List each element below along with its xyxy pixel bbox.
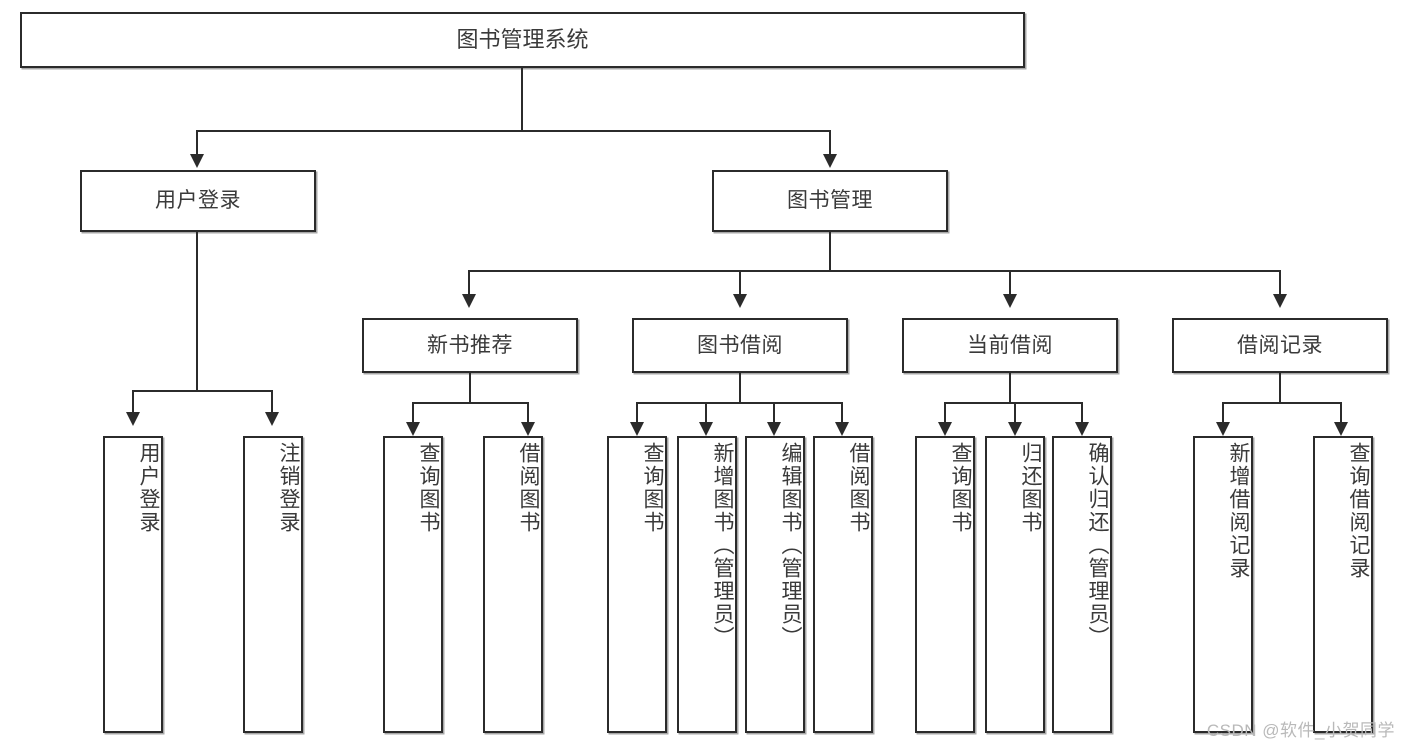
node-label: 编辑图书（管理员） [779, 442, 802, 649]
connector-br-stem [1279, 373, 1281, 404]
connector-cb-stem [1009, 373, 1011, 404]
connector-bb-stem [739, 373, 741, 404]
arrow-to-book-management [823, 154, 837, 168]
connector-cb-bus [944, 402, 1082, 404]
connector-bm-drop-4 [1279, 270, 1281, 296]
arrow-to-leaf-user-login [126, 412, 140, 426]
node-label: 归还图书 [1019, 442, 1042, 534]
node-label: 查询图书 [641, 442, 664, 534]
node-new-book-recommend[interactable]: 新书推荐 [362, 318, 578, 373]
arrow-to-leaf-query-book-2 [630, 422, 644, 436]
node-label: 图书管理 [787, 189, 873, 213]
connector-bb-drop-4 [841, 402, 843, 424]
connector-bm-drop-3 [1009, 270, 1011, 296]
node-leaf-return-book[interactable]: 归还图书 [985, 436, 1045, 733]
connector-root-stem [521, 68, 523, 130]
node-label: 注销登录 [277, 442, 300, 534]
arrow-to-book-borrow [733, 294, 747, 308]
node-label: 图书管理系统 [456, 26, 589, 52]
arrow-to-leaf-edit-book [767, 422, 781, 436]
connector-bb-drop-1 [636, 402, 638, 424]
arrow-to-user-login [190, 154, 204, 168]
watermark-text: CSDN @软件_小贺同学 [1206, 721, 1395, 740]
connector-root-to-user-login [196, 130, 198, 156]
connector-cb-drop-2 [1014, 402, 1016, 424]
node-leaf-logout-login[interactable]: 注销登录 [243, 436, 303, 733]
node-leaf-add-book[interactable]: 新增图书（管理员） [677, 436, 737, 733]
node-label: 新增借阅记录 [1227, 442, 1250, 580]
node-label: 新增图书（管理员） [711, 442, 734, 649]
node-label: 当前借阅 [967, 333, 1053, 357]
node-label: 用户登录 [137, 442, 160, 534]
connector-br-drop-1 [1222, 402, 1224, 424]
node-label: 借阅记录 [1237, 333, 1323, 357]
node-leaf-query-book-3[interactable]: 查询图书 [915, 436, 975, 733]
connector-bb-bus [636, 402, 843, 404]
node-label: 借阅图书 [517, 442, 540, 534]
node-label: 用户登录 [155, 189, 241, 213]
node-leaf-query-record[interactable]: 查询借阅记录 [1313, 436, 1373, 733]
arrow-to-new-book-recommend [462, 294, 476, 308]
connector-bb-drop-3 [773, 402, 775, 424]
arrow-to-leaf-borrow-book-1 [521, 422, 535, 436]
connector-cb-drop-1 [944, 402, 946, 424]
arrow-to-leaf-borrow-book-2 [835, 422, 849, 436]
node-label: 查询图书 [949, 442, 972, 534]
node-leaf-add-record[interactable]: 新增借阅记录 [1193, 436, 1253, 733]
arrow-to-leaf-add-book [699, 422, 713, 436]
node-leaf-query-book-2[interactable]: 查询图书 [607, 436, 667, 733]
node-label: 图书借阅 [697, 333, 783, 357]
connector-root-to-book-management [829, 130, 831, 156]
connector-nbr-drop-1 [412, 402, 414, 424]
arrow-to-borrow-record [1273, 294, 1287, 308]
node-current-borrow[interactable]: 当前借阅 [902, 318, 1118, 373]
arrow-to-current-borrow [1003, 294, 1017, 308]
connector-br-drop-2 [1340, 402, 1342, 424]
node-book-management[interactable]: 图书管理 [712, 170, 948, 232]
connector-bm-drop-1 [468, 270, 470, 296]
arrow-to-leaf-add-record [1216, 422, 1230, 436]
arrow-to-leaf-query-record [1334, 422, 1348, 436]
connector-user-login-drop-2 [271, 390, 273, 414]
connector-user-login-stem [196, 232, 198, 392]
connector-nbr-bus [412, 402, 529, 404]
connector-user-login-bus [132, 390, 271, 392]
connector-book-management-bus [468, 270, 1280, 272]
node-label: 新书推荐 [427, 333, 513, 357]
node-leaf-borrow-book-2[interactable]: 借阅图书 [813, 436, 873, 733]
connector-user-login-drop-1 [132, 390, 134, 414]
node-leaf-user-login[interactable]: 用户登录 [103, 436, 163, 733]
node-leaf-confirm-return[interactable]: 确认归还（管理员） [1052, 436, 1112, 733]
node-label: 借阅图书 [847, 442, 870, 534]
node-label: 查询图书 [417, 442, 440, 534]
node-user-login[interactable]: 用户登录 [80, 170, 316, 232]
node-leaf-query-book-1[interactable]: 查询图书 [383, 436, 443, 733]
connector-bm-drop-2 [739, 270, 741, 296]
connector-bb-drop-2 [705, 402, 707, 424]
node-label: 查询借阅记录 [1347, 442, 1370, 580]
node-label: 确认归还（管理员） [1086, 442, 1109, 649]
node-leaf-borrow-book-1[interactable]: 借阅图书 [483, 436, 543, 733]
arrow-to-leaf-confirm-return [1075, 422, 1089, 436]
node-borrow-record[interactable]: 借阅记录 [1172, 318, 1388, 373]
arrow-to-leaf-logout-login [265, 412, 279, 426]
node-leaf-edit-book[interactable]: 编辑图书（管理员） [745, 436, 805, 733]
connector-nbr-stem [469, 373, 471, 404]
connector-book-management-stem [829, 232, 831, 272]
connector-br-bus [1222, 402, 1342, 404]
arrow-to-leaf-return-book [1008, 422, 1022, 436]
arrow-to-leaf-query-book-1 [406, 422, 420, 436]
arrow-to-leaf-query-book-3 [938, 422, 952, 436]
connector-root-bus [196, 130, 831, 132]
node-root-system[interactable]: 图书管理系统 [20, 12, 1025, 68]
connector-nbr-drop-2 [527, 402, 529, 424]
connector-cb-drop-3 [1081, 402, 1083, 424]
node-book-borrow[interactable]: 图书借阅 [632, 318, 848, 373]
